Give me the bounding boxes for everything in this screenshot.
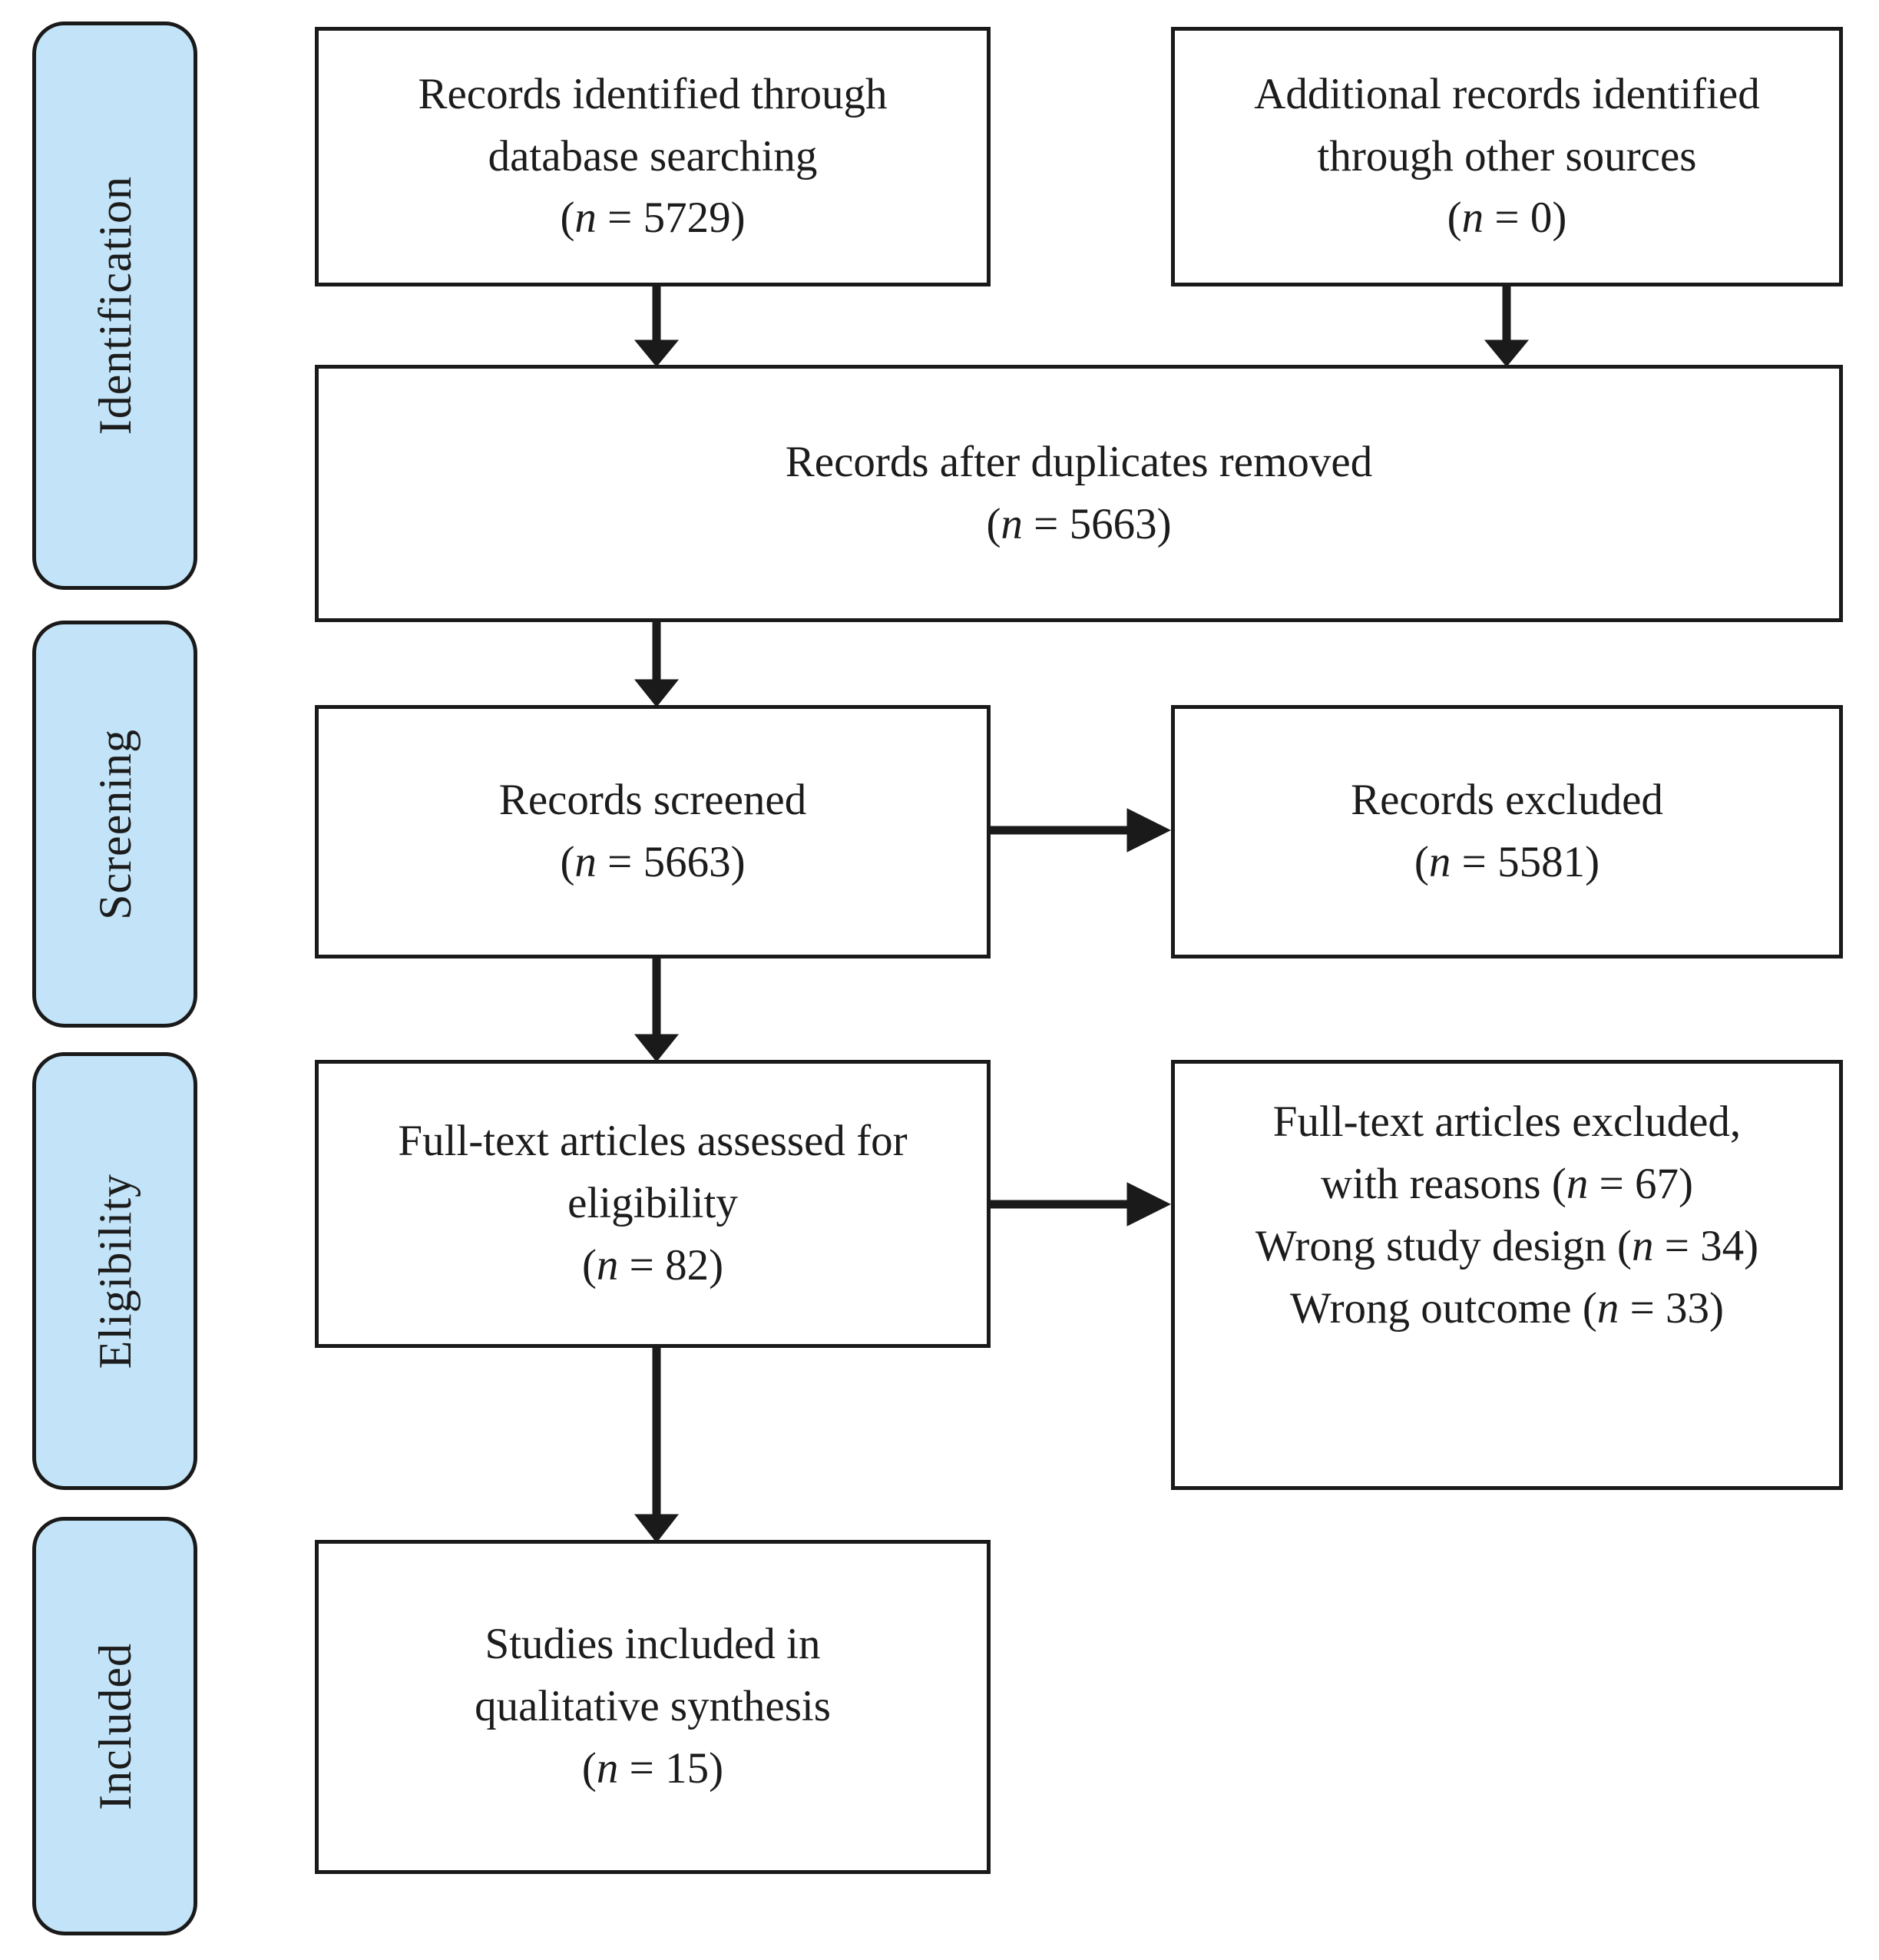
stage-pill-included: Included [32, 1517, 197, 1935]
line-1: Full-text articles excluded, [1272, 1098, 1742, 1146]
line-1: Studies included in [485, 1620, 821, 1669]
count-value: 15 [665, 1743, 710, 1793]
line-2: qualitative synthesis [475, 1682, 831, 1731]
count-line: (n = 0) [1447, 194, 1567, 243]
box-records-screened-text: Records screened (n = 5663) [484, 770, 822, 894]
line-1: Records identified through [418, 69, 888, 118]
line-1: Full-text articles assessed for [398, 1117, 908, 1166]
n-symbol: n [574, 838, 597, 886]
box-records-excluded-text: Records excluded (n = 5581) [1335, 770, 1679, 894]
line-1: Records excluded [1351, 776, 1663, 825]
count-value: 82 [665, 1240, 710, 1290]
count-value: 67 [1634, 1159, 1679, 1208]
line-1: Records screened [498, 776, 807, 825]
box-records-excluded: Records excluded (n = 5581) [1171, 705, 1843, 958]
n-symbol: n [596, 1240, 619, 1290]
line-2: database searching [488, 131, 818, 180]
count-line: (n = 82) [581, 1240, 724, 1290]
count-value: 5581 [1497, 838, 1586, 886]
n-symbol: n [1461, 194, 1484, 243]
stage-pill-screening: Screening [32, 621, 197, 1028]
count-line: (n = 15) [581, 1743, 724, 1793]
box-records-after-duplicates-removed: Records after duplicates removed (n = 56… [315, 365, 1843, 622]
box-studies-included-qualitative-synthesis: Studies included in qualitative synthesi… [315, 1540, 991, 1874]
count-value: 5663 [1069, 499, 1157, 548]
n-symbol: n [596, 1743, 619, 1793]
box-records-screened: Records screened (n = 5663) [315, 705, 991, 958]
count-value: 5663 [643, 838, 731, 886]
line-3: Wrong study design (n = 34) [1255, 1221, 1759, 1270]
line-2: through other sources [1317, 131, 1697, 180]
n-symbol: n [1631, 1221, 1654, 1270]
line-4: Wrong outcome (n = 33) [1290, 1283, 1724, 1333]
count-value: 33 [1665, 1283, 1709, 1333]
box-fulltext-articles-excluded: Full-text articles excluded, with reason… [1171, 1060, 1843, 1490]
count-line: (n = 5663) [986, 499, 1172, 548]
count-line: (n = 5663) [560, 838, 746, 886]
box-fulltext-articles-excluded-text: Full-text articles excluded, with reason… [1240, 1064, 1774, 1340]
line-2: eligibility [567, 1179, 738, 1228]
line-2: with reasons (n = 67) [1321, 1159, 1693, 1208]
box-records-identified-database-text: Records identified through database sear… [402, 64, 902, 250]
line-1: Additional records identified [1254, 69, 1760, 118]
box-fulltext-articles-assessed-text: Full-text articles assessed for eligibil… [382, 1111, 922, 1297]
n-symbol: n [574, 194, 597, 243]
count-line: (n = 5581) [1414, 838, 1600, 886]
count-value: 34 [1700, 1221, 1745, 1270]
n-symbol: n [1566, 1159, 1589, 1208]
box-additional-records-other-sources: Additional records identified through ot… [1171, 27, 1843, 286]
box-studies-included-qualitative-synthesis-text: Studies included in qualitative synthesi… [459, 1614, 846, 1800]
n-symbol: n [1596, 1283, 1619, 1333]
count-value: 5729 [643, 194, 731, 243]
box-additional-records-other-sources-text: Additional records identified through ot… [1239, 64, 1775, 250]
count-line: (n = 5729) [560, 194, 746, 243]
stage-pill-eligibility: Eligibility [32, 1052, 197, 1490]
stage-pill-identification: Identification [32, 22, 197, 590]
count-value: 0 [1530, 194, 1553, 243]
box-records-after-duplicates-removed-text: Records after duplicates removed (n = 56… [770, 432, 1388, 556]
line-1: Records after duplicates removed [785, 437, 1373, 486]
box-records-identified-database: Records identified through database sear… [315, 27, 991, 286]
n-symbol: n [1428, 838, 1451, 886]
box-fulltext-articles-assessed: Full-text articles assessed for eligibil… [315, 1060, 991, 1348]
n-symbol: n [1001, 499, 1023, 548]
